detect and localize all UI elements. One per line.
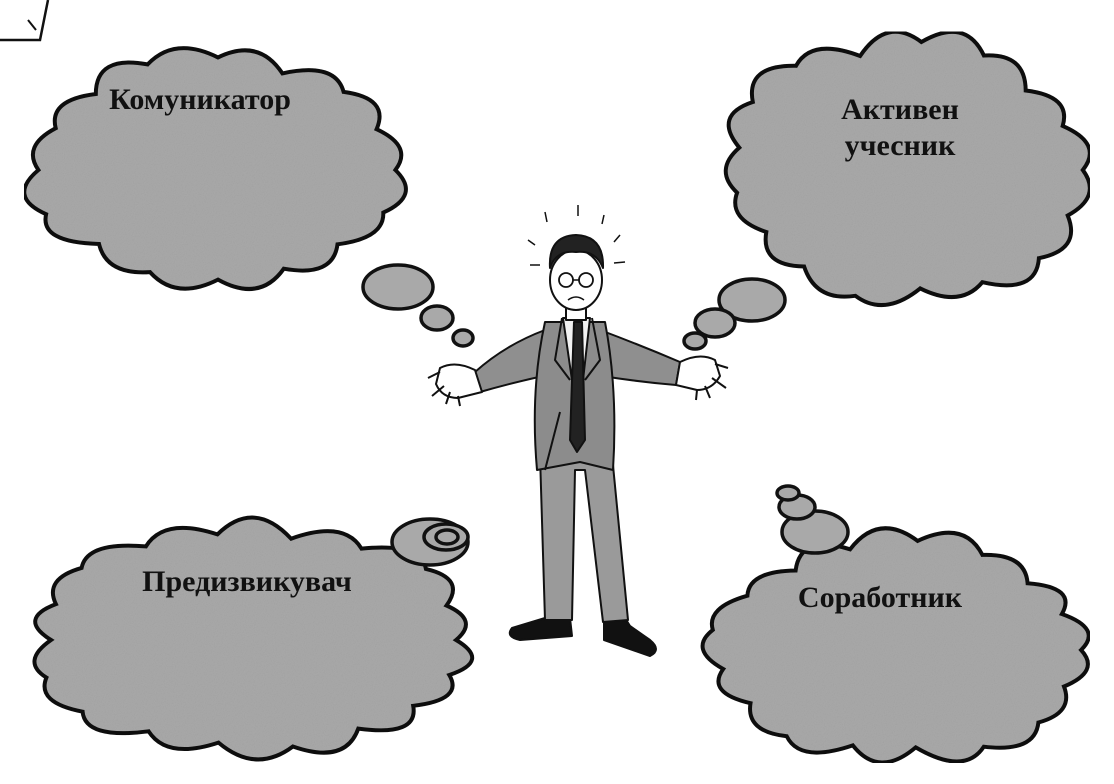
man-figure — [428, 205, 728, 656]
cloud-label-communicator: Комуникатор — [95, 82, 305, 118]
left-hand — [436, 364, 482, 398]
cloud-label-line: Соработник — [780, 580, 980, 616]
cloud-label-collaborator: Соработник — [780, 580, 980, 616]
thought-bubble — [421, 306, 453, 330]
cloud-label-active-participant: Активен учесник — [800, 92, 1000, 164]
cloud-bottom-right — [703, 528, 1089, 762]
thought-bubble — [436, 530, 458, 544]
cloud-label-line: Предизвикувач — [112, 564, 382, 600]
cloud-top-right — [726, 32, 1090, 305]
left-shoe — [510, 618, 572, 640]
thought-bubble — [363, 265, 433, 309]
thought-bubble — [684, 333, 706, 349]
thought-bubble — [453, 330, 473, 346]
thought-bubble — [777, 486, 799, 500]
right-hand — [676, 356, 720, 390]
cloud-label-challenger: Предизвикувач — [112, 564, 382, 600]
cloud-label-line: Активен — [800, 92, 1000, 128]
right-shoe — [604, 618, 656, 656]
cloud-label-line: учесник — [800, 128, 1000, 164]
cloud-label-line: Комуникатор — [95, 82, 305, 118]
corner-box-fragment — [0, 0, 48, 40]
trousers — [540, 455, 628, 622]
